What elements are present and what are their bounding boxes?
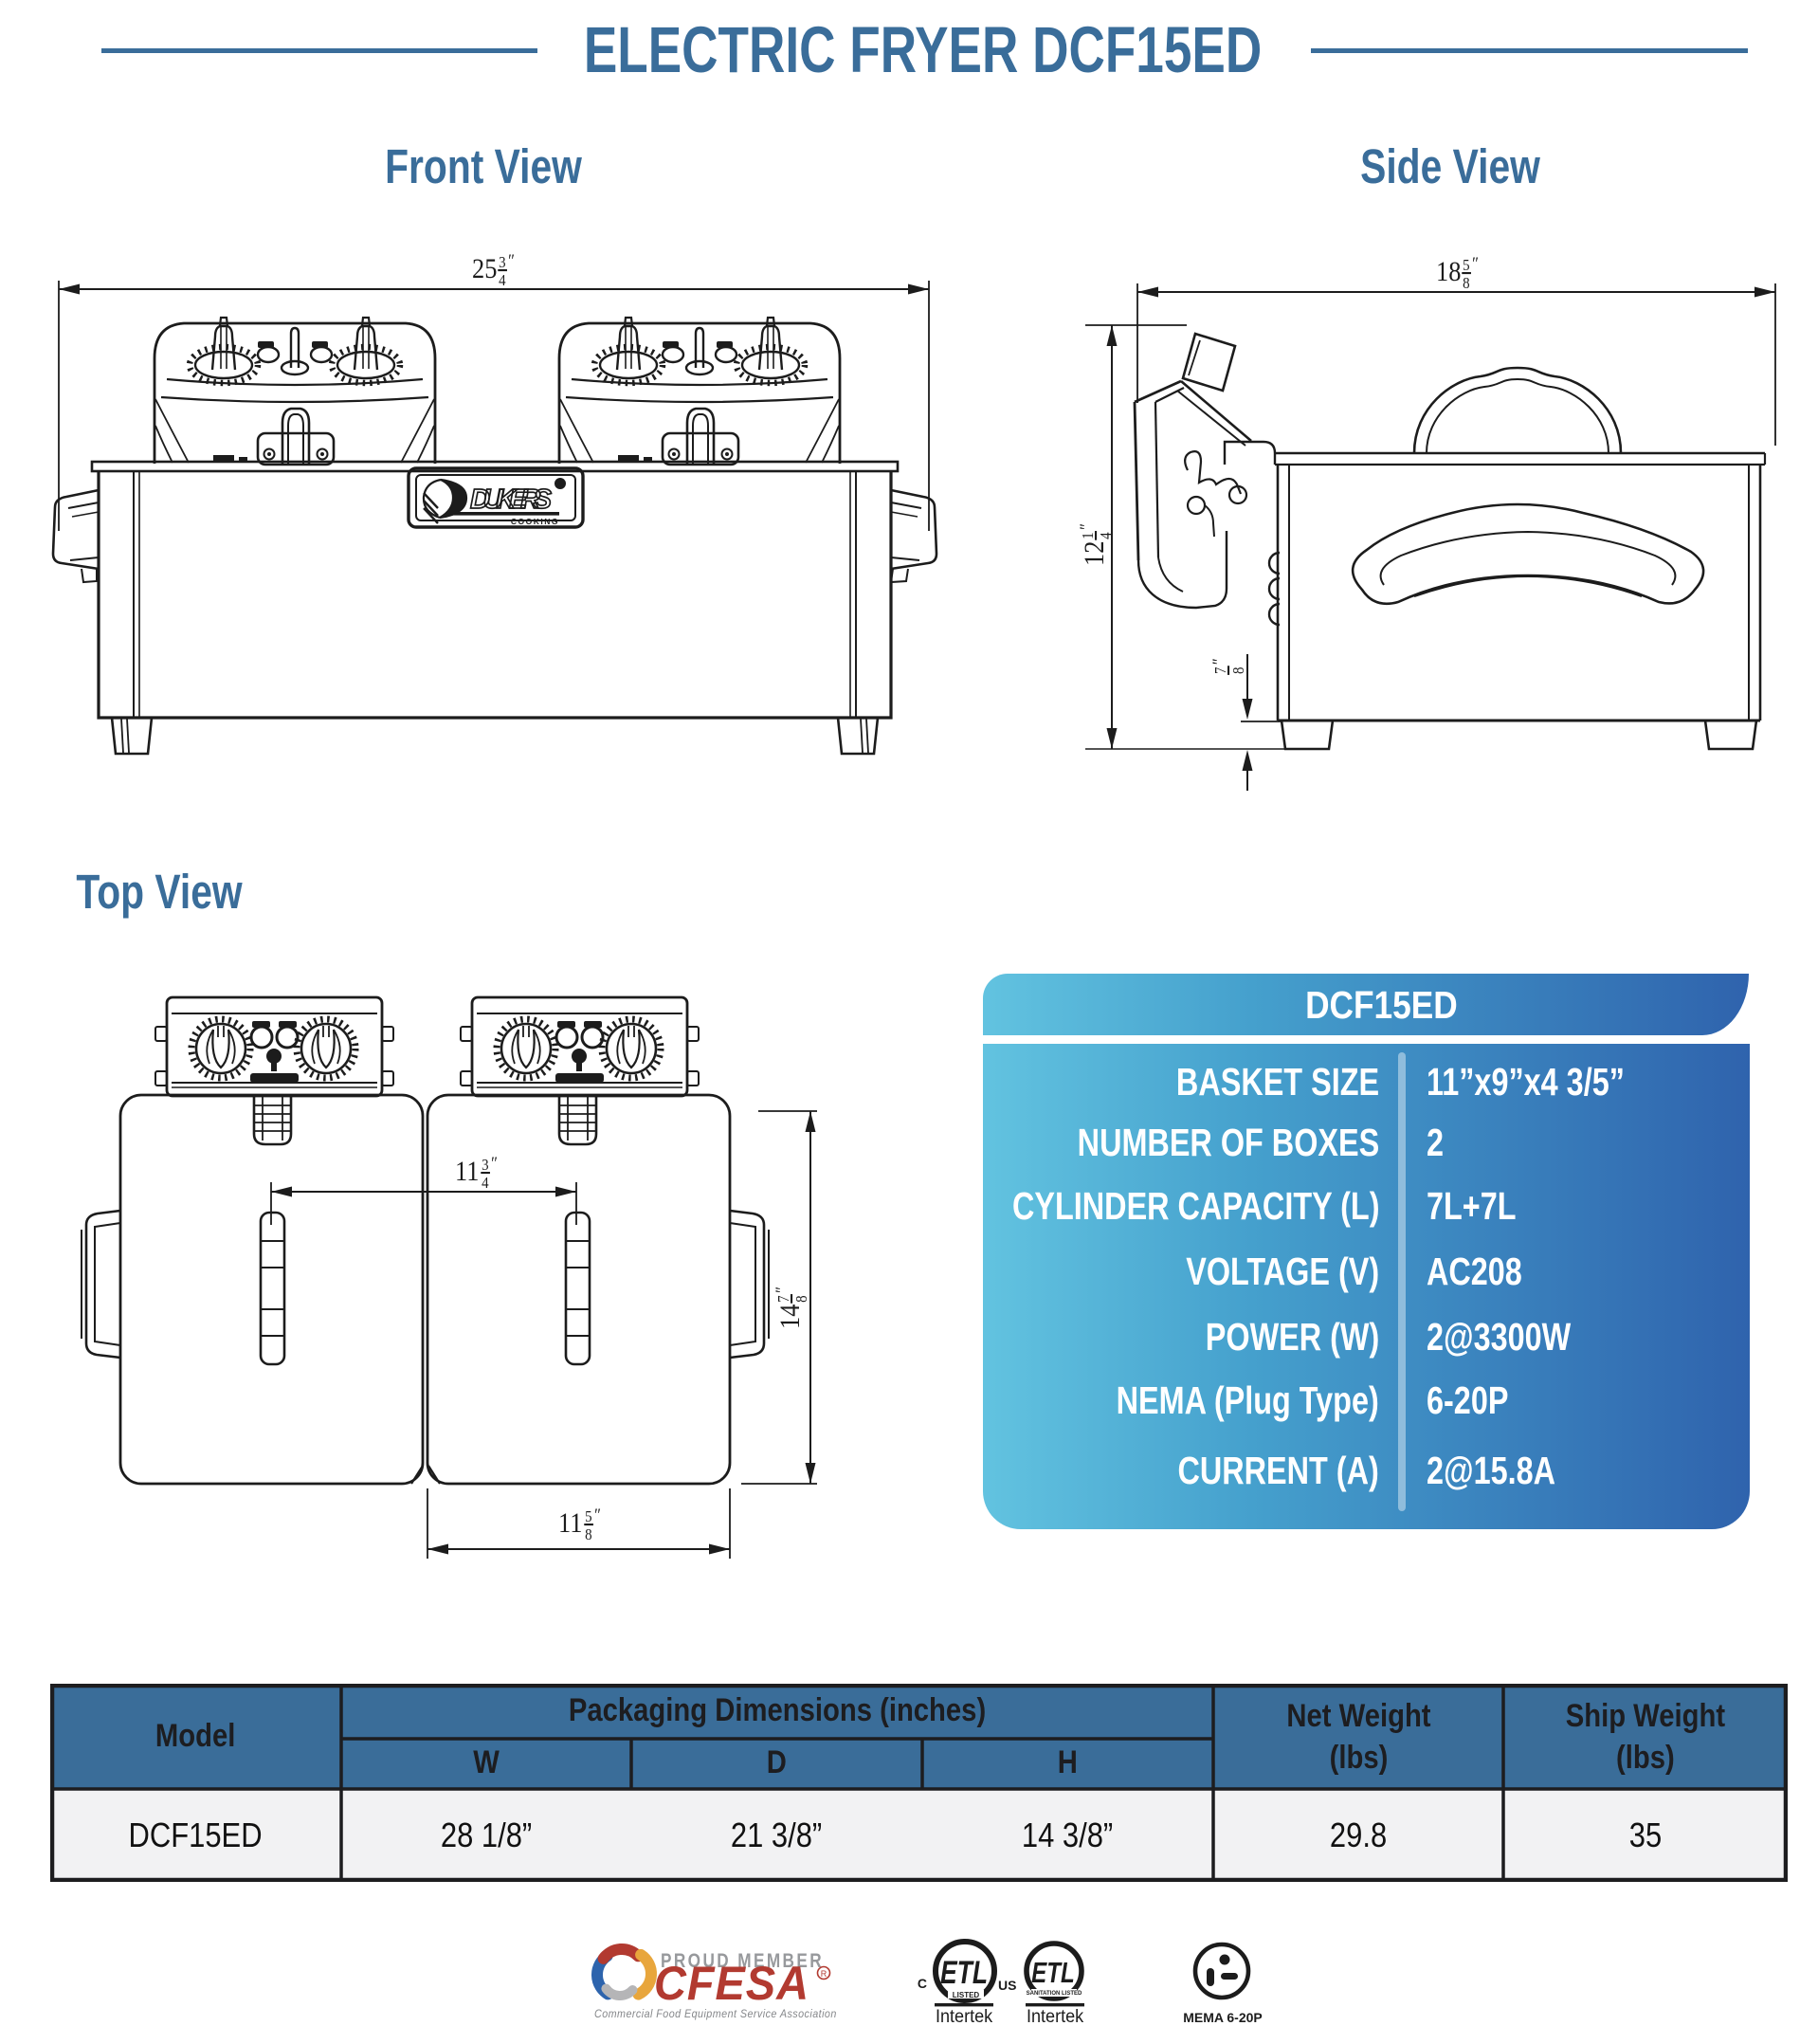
svg-text:11: 11 [455,1157,479,1188]
svg-text:3: 3 [499,254,505,271]
svg-text:11: 11 [558,1508,582,1540]
svg-text:7: 7 [1212,667,1229,674]
svg-text:Intertek: Intertek [1027,2006,1084,2027]
svg-text:7: 7 [775,1295,792,1302]
svg-text:Intertek: Intertek [936,2006,993,2027]
svg-text:C: C [918,1976,927,1991]
svg-text:″: ″ [1076,524,1096,531]
svg-text:MEMA 6-20P: MEMA 6-20P [1183,2010,1263,2025]
svg-text:Commercial Food Equipment Serv: Commercial Food Equipment Service Associ… [594,2007,837,2020]
svg-text:DUKERS: DUKERS [470,484,553,515]
svg-text:SANITATION LISTED: SANITATION LISTED [1027,1991,1082,1997]
svg-text:8: 8 [585,1526,591,1543]
svg-text:1: 1 [1080,532,1097,538]
svg-text:US: US [998,1978,1016,1993]
svg-text:4: 4 [1098,532,1115,538]
svg-text:ETL: ETL [1031,1956,1075,1989]
svg-text:CFESA: CFESA [654,1958,809,2011]
svg-text:8: 8 [1230,667,1247,674]
svg-text:8: 8 [1463,275,1469,292]
svg-text:5: 5 [1463,257,1469,274]
svg-text:PROUD MEMBER: PROUD MEMBER [661,1949,824,1972]
svg-text:14: 14 [775,1305,807,1329]
svg-text:″: ″ [490,1153,497,1173]
svg-text:25: 25 [472,254,497,285]
svg-text:″: ″ [507,250,514,270]
svg-text:3: 3 [482,1157,488,1174]
svg-text:″: ″ [1209,659,1228,666]
svg-text:18: 18 [1436,257,1461,288]
svg-text:5: 5 [585,1508,591,1525]
svg-text:LISTED: LISTED [953,1991,980,1999]
svg-text:″: ″ [1471,253,1478,273]
svg-text:″: ″ [772,1287,791,1294]
svg-text:″: ″ [593,1505,600,1524]
svg-text:4: 4 [499,272,505,289]
svg-text:ETL: ETL [940,1955,988,1991]
svg-text:4: 4 [482,1175,488,1192]
svg-text:12: 12 [1080,541,1111,566]
svg-text:8: 8 [793,1295,810,1302]
svg-text:COOKING: COOKING [511,517,559,526]
svg-text:R: R [821,1969,827,1979]
